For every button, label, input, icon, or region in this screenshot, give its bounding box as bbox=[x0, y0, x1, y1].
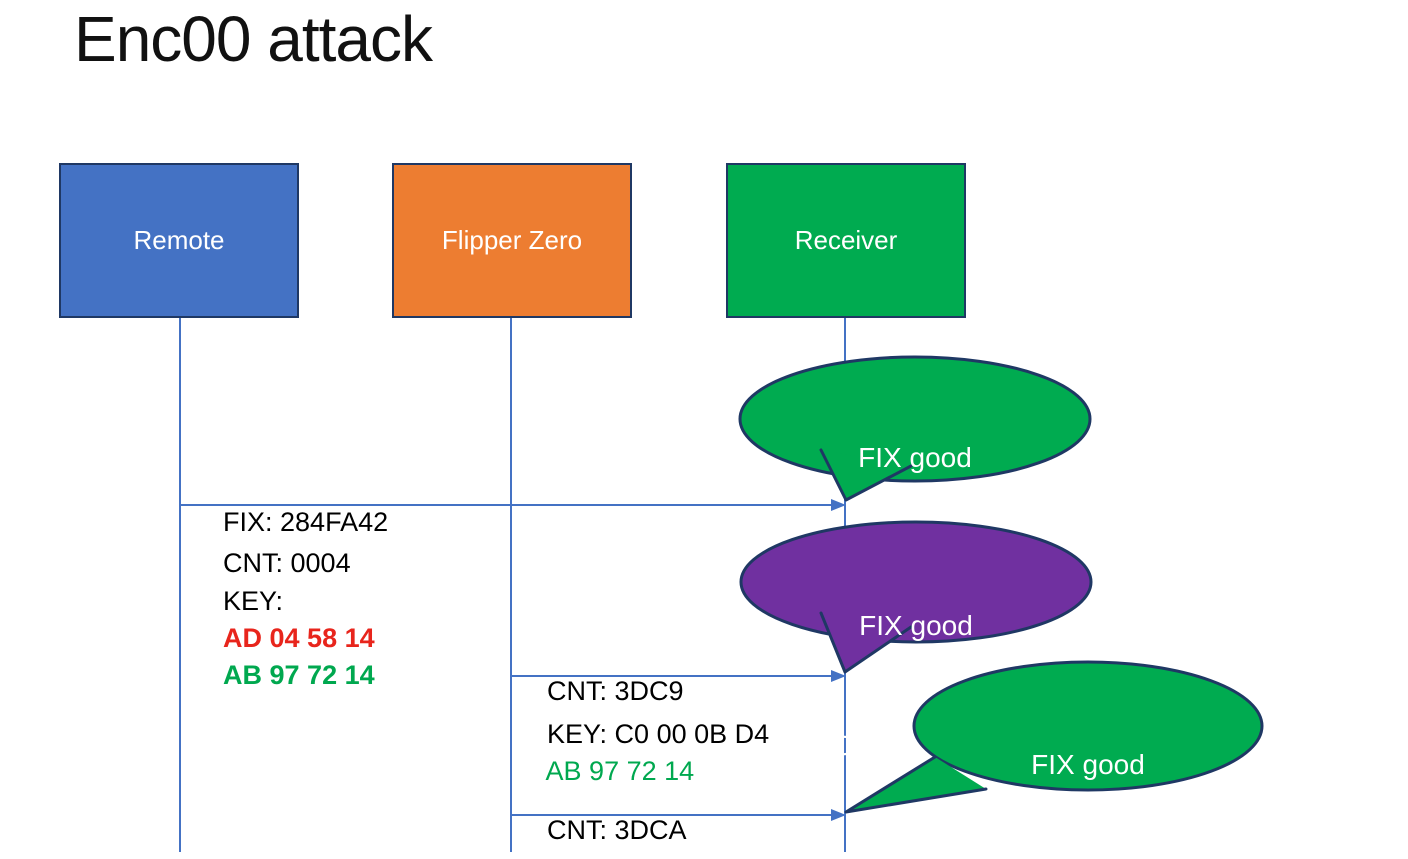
message2-cnt-label: CNT: 3DC9 bbox=[547, 676, 684, 706]
bubble-line: FIX good bbox=[858, 442, 972, 473]
speech-bubble-3 bbox=[844, 660, 1264, 814]
speech-bubble-2-tail bbox=[819, 611, 913, 674]
speech-bubble-3-text: FIX good CNT is 3DCA “Opened” bbox=[933, 665, 1243, 859]
slide-title: Enc00 attack bbox=[74, 3, 433, 75]
message1-key-label: KEY: AD 04 58 14 AB 97 72 14 bbox=[223, 586, 383, 690]
message1-cnt-label: CNT: 0004 bbox=[223, 548, 351, 578]
actor-label-remote: Remote bbox=[133, 225, 225, 255]
speech-bubble-1-tail bbox=[819, 448, 913, 502]
speech-bubble-3-tail bbox=[844, 755, 988, 814]
message1-arrowhead-icon bbox=[831, 499, 846, 511]
speech-bubble-2 bbox=[739, 520, 1093, 674]
message2-arrow-line bbox=[511, 675, 834, 677]
bubble-line: FIX good bbox=[1031, 749, 1145, 780]
message2-key-label: KEY: C0 00 0B D4 AB 97 72 14 bbox=[545, 719, 777, 786]
lifeline-remote bbox=[179, 318, 181, 852]
message2-arrowhead-icon bbox=[831, 670, 846, 682]
speech-bubble-3-ellipse bbox=[912, 660, 1264, 792]
lifeline-flipper-zero bbox=[510, 318, 512, 852]
actor-box-remote: Remote bbox=[59, 163, 299, 318]
message3-arrow-line bbox=[511, 814, 834, 816]
actor-label-receiver: Receiver bbox=[794, 225, 898, 255]
actor-box-receiver: Receiver bbox=[726, 163, 966, 318]
speech-bubble-1 bbox=[738, 355, 1092, 502]
speech-bubble-2-ellipse bbox=[739, 520, 1093, 644]
message1-arrow-line bbox=[180, 504, 834, 506]
actor-label-flipper-zero: Flipper Zero bbox=[441, 225, 583, 255]
bubble-line: future code bbox=[761, 846, 1071, 859]
message3-cnt-label: CNT: 3DCA bbox=[547, 815, 687, 845]
message3-arrowhead-icon bbox=[831, 809, 846, 821]
bubble-line: FIX good bbox=[859, 610, 973, 641]
message1-fix-label: FIX: 284FA42 bbox=[223, 507, 389, 537]
actor-box-flipper-zero: Flipper Zero bbox=[392, 163, 632, 318]
speech-bubble-1-ellipse bbox=[738, 355, 1092, 483]
message3-key-label: KEY: C0 02 8A 33 AB 97 72 14 bbox=[517, 817, 771, 859]
